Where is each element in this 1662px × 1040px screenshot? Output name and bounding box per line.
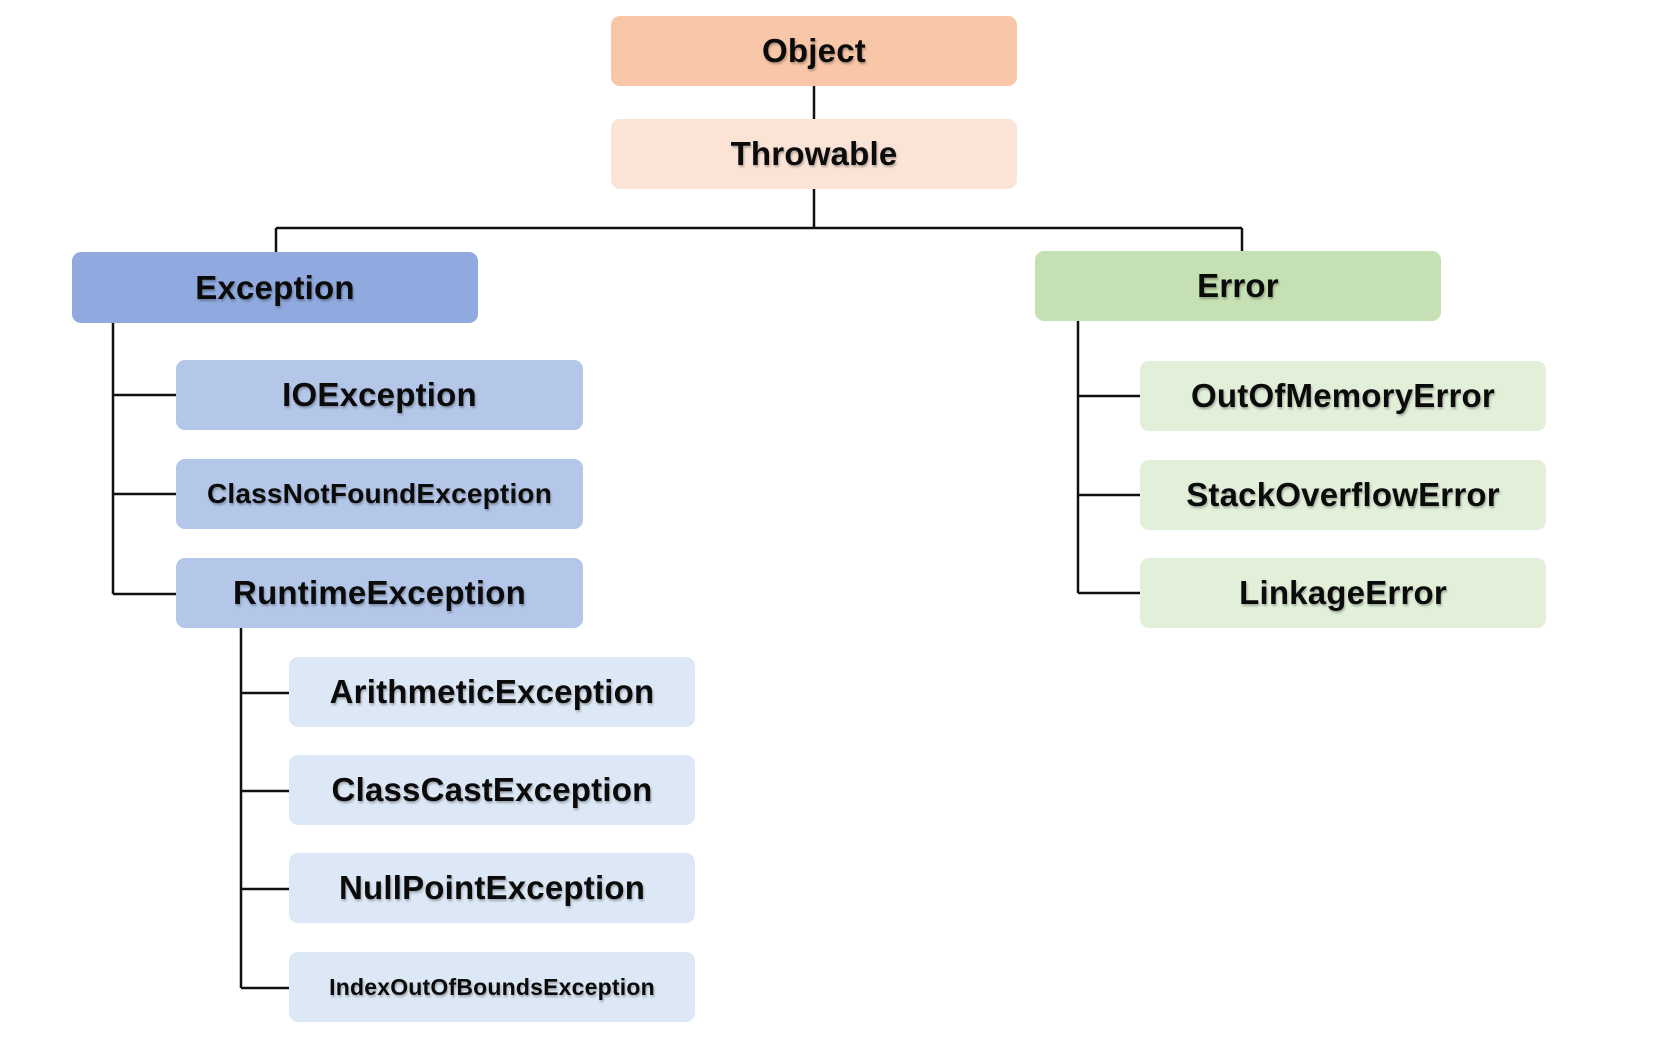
node-ioexception: IOException bbox=[176, 360, 583, 430]
node-outofmemoryerror: OutOfMemoryError bbox=[1140, 361, 1546, 431]
node-exception: Exception bbox=[72, 252, 478, 323]
node-stackoverflowerror: StackOverflowError bbox=[1140, 460, 1546, 530]
node-nullpointexception: NullPointException bbox=[289, 853, 695, 923]
node-runtimeexception: RuntimeException bbox=[176, 558, 583, 628]
node-indexoutofboundsexception: IndexOutOfBoundsException bbox=[289, 952, 695, 1022]
node-arithmeticexception: ArithmeticException bbox=[289, 657, 695, 727]
node-linkageerror: LinkageError bbox=[1140, 558, 1546, 628]
node-classnotfoundexception: ClassNotFoundException bbox=[176, 459, 583, 529]
node-error: Error bbox=[1035, 251, 1441, 321]
node-classcastexception: ClassCastException bbox=[289, 755, 695, 825]
node-object: Object bbox=[611, 16, 1017, 86]
node-throwable: Throwable bbox=[611, 119, 1017, 189]
